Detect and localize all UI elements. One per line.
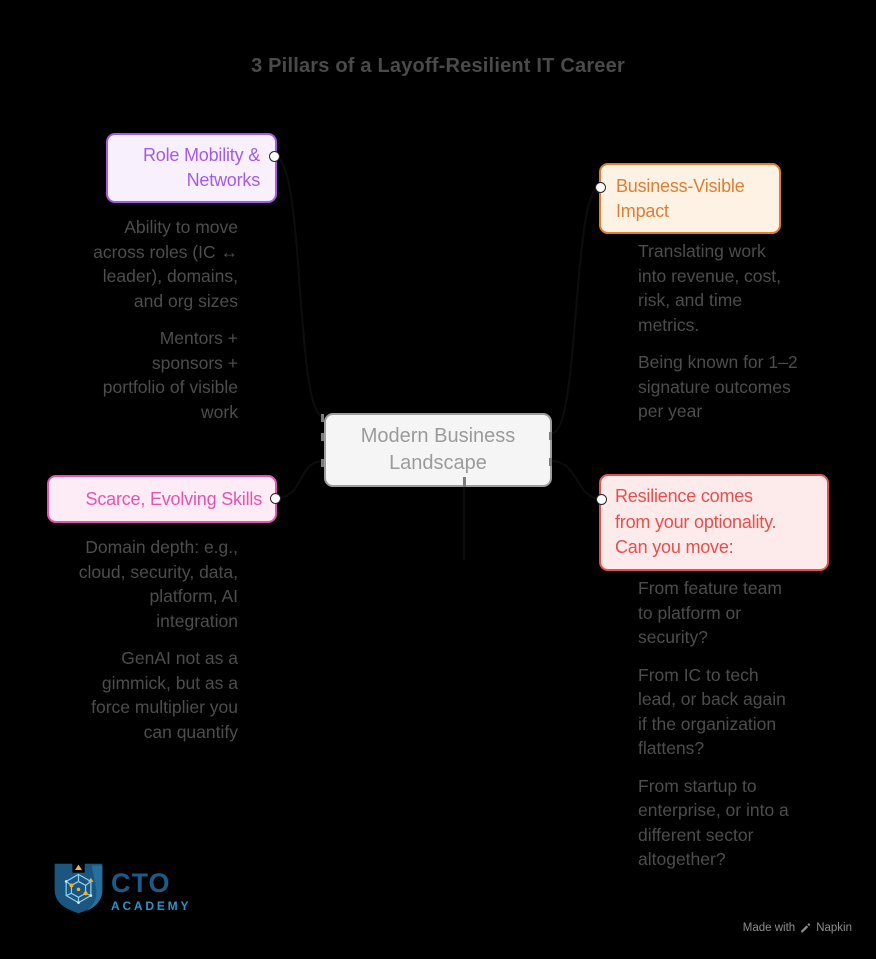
pillar-paragraph: From IC to tech lead, or back again if t… [638, 664, 786, 759]
connector-stub [321, 433, 324, 441]
connector-stub [463, 477, 466, 487]
node-business-visible-impact: Business-Visible Impact [599, 163, 781, 234]
pillar-paragraph: GenAI not as a gimmick, but as a force m… [91, 648, 238, 742]
node-scarce-evolving-skills: Scarce, Evolving Skills [47, 475, 277, 523]
cto-academy-logo: CTO ACADEMY [52, 862, 191, 920]
node-modern-business-landscape: Modern Business Landscape [324, 413, 552, 487]
connector-dot [596, 494, 607, 505]
pillar-paragraph: From feature team to platform or securit… [638, 578, 782, 647]
shield-icon [52, 862, 105, 920]
connector-stub [321, 414, 324, 422]
pillar-heading: Business-Visible Impact [616, 175, 745, 221]
watermark-brand: Napkin [816, 921, 852, 934]
diagram-title: 3 Pillars of a Layoff-Resilient IT Caree… [251, 55, 625, 77]
pillar-paragraph: Translating work into revenue, cost, ris… [638, 241, 781, 335]
node-optionality: Resilience comes from your optionality. … [599, 474, 829, 571]
pillar-paragraph: Mentors + sponsors + portfolio of visibl… [102, 328, 238, 422]
pen-icon [799, 921, 812, 934]
pillar-text-business-impact: Translating work into revenue, cost, ris… [638, 239, 848, 437]
logo-subname: ACADEMY [111, 898, 192, 913]
pillar-paragraph: Being known for 1–2 signature outcomes p… [638, 352, 798, 421]
pillar-heading: Role Mobility & Networks [142, 145, 260, 190]
connector-stub [321, 459, 324, 467]
logo-name: CTO [111, 867, 171, 898]
connector-dot [595, 182, 606, 193]
center-node-label: Modern Business Landscape [360, 425, 516, 474]
connector-dot [270, 493, 281, 504]
pillar-paragraph: From startup to enterprise, or into a di… [638, 775, 789, 870]
pillar-paragraph: Ability to move across roles (IC ↔ leade… [93, 217, 238, 311]
watermark-prefix: Made with [742, 921, 796, 934]
pillar-heading: Scarce, Evolving Skills [85, 488, 263, 509]
pillar-text-optionality: From feature team to platform or securit… [638, 576, 848, 885]
pillar-heading: Resilience comes from your optionality. … [615, 486, 777, 558]
pillar-text-role-mobility: Ability to move across roles (IC ↔ leade… [38, 215, 238, 437]
pillar-paragraph: Domain depth: e.g., cloud, security, dat… [78, 537, 238, 631]
connector-dot [269, 151, 280, 162]
connector-stub [549, 432, 552, 440]
connector-stub [549, 458, 552, 466]
node-role-mobility-networks: Role Mobility & Networks [106, 133, 277, 203]
pillar-text-scarce-skills: Domain depth: e.g., cloud, security, dat… [38, 535, 238, 757]
napkin-watermark: Made with Napkin [743, 921, 852, 934]
